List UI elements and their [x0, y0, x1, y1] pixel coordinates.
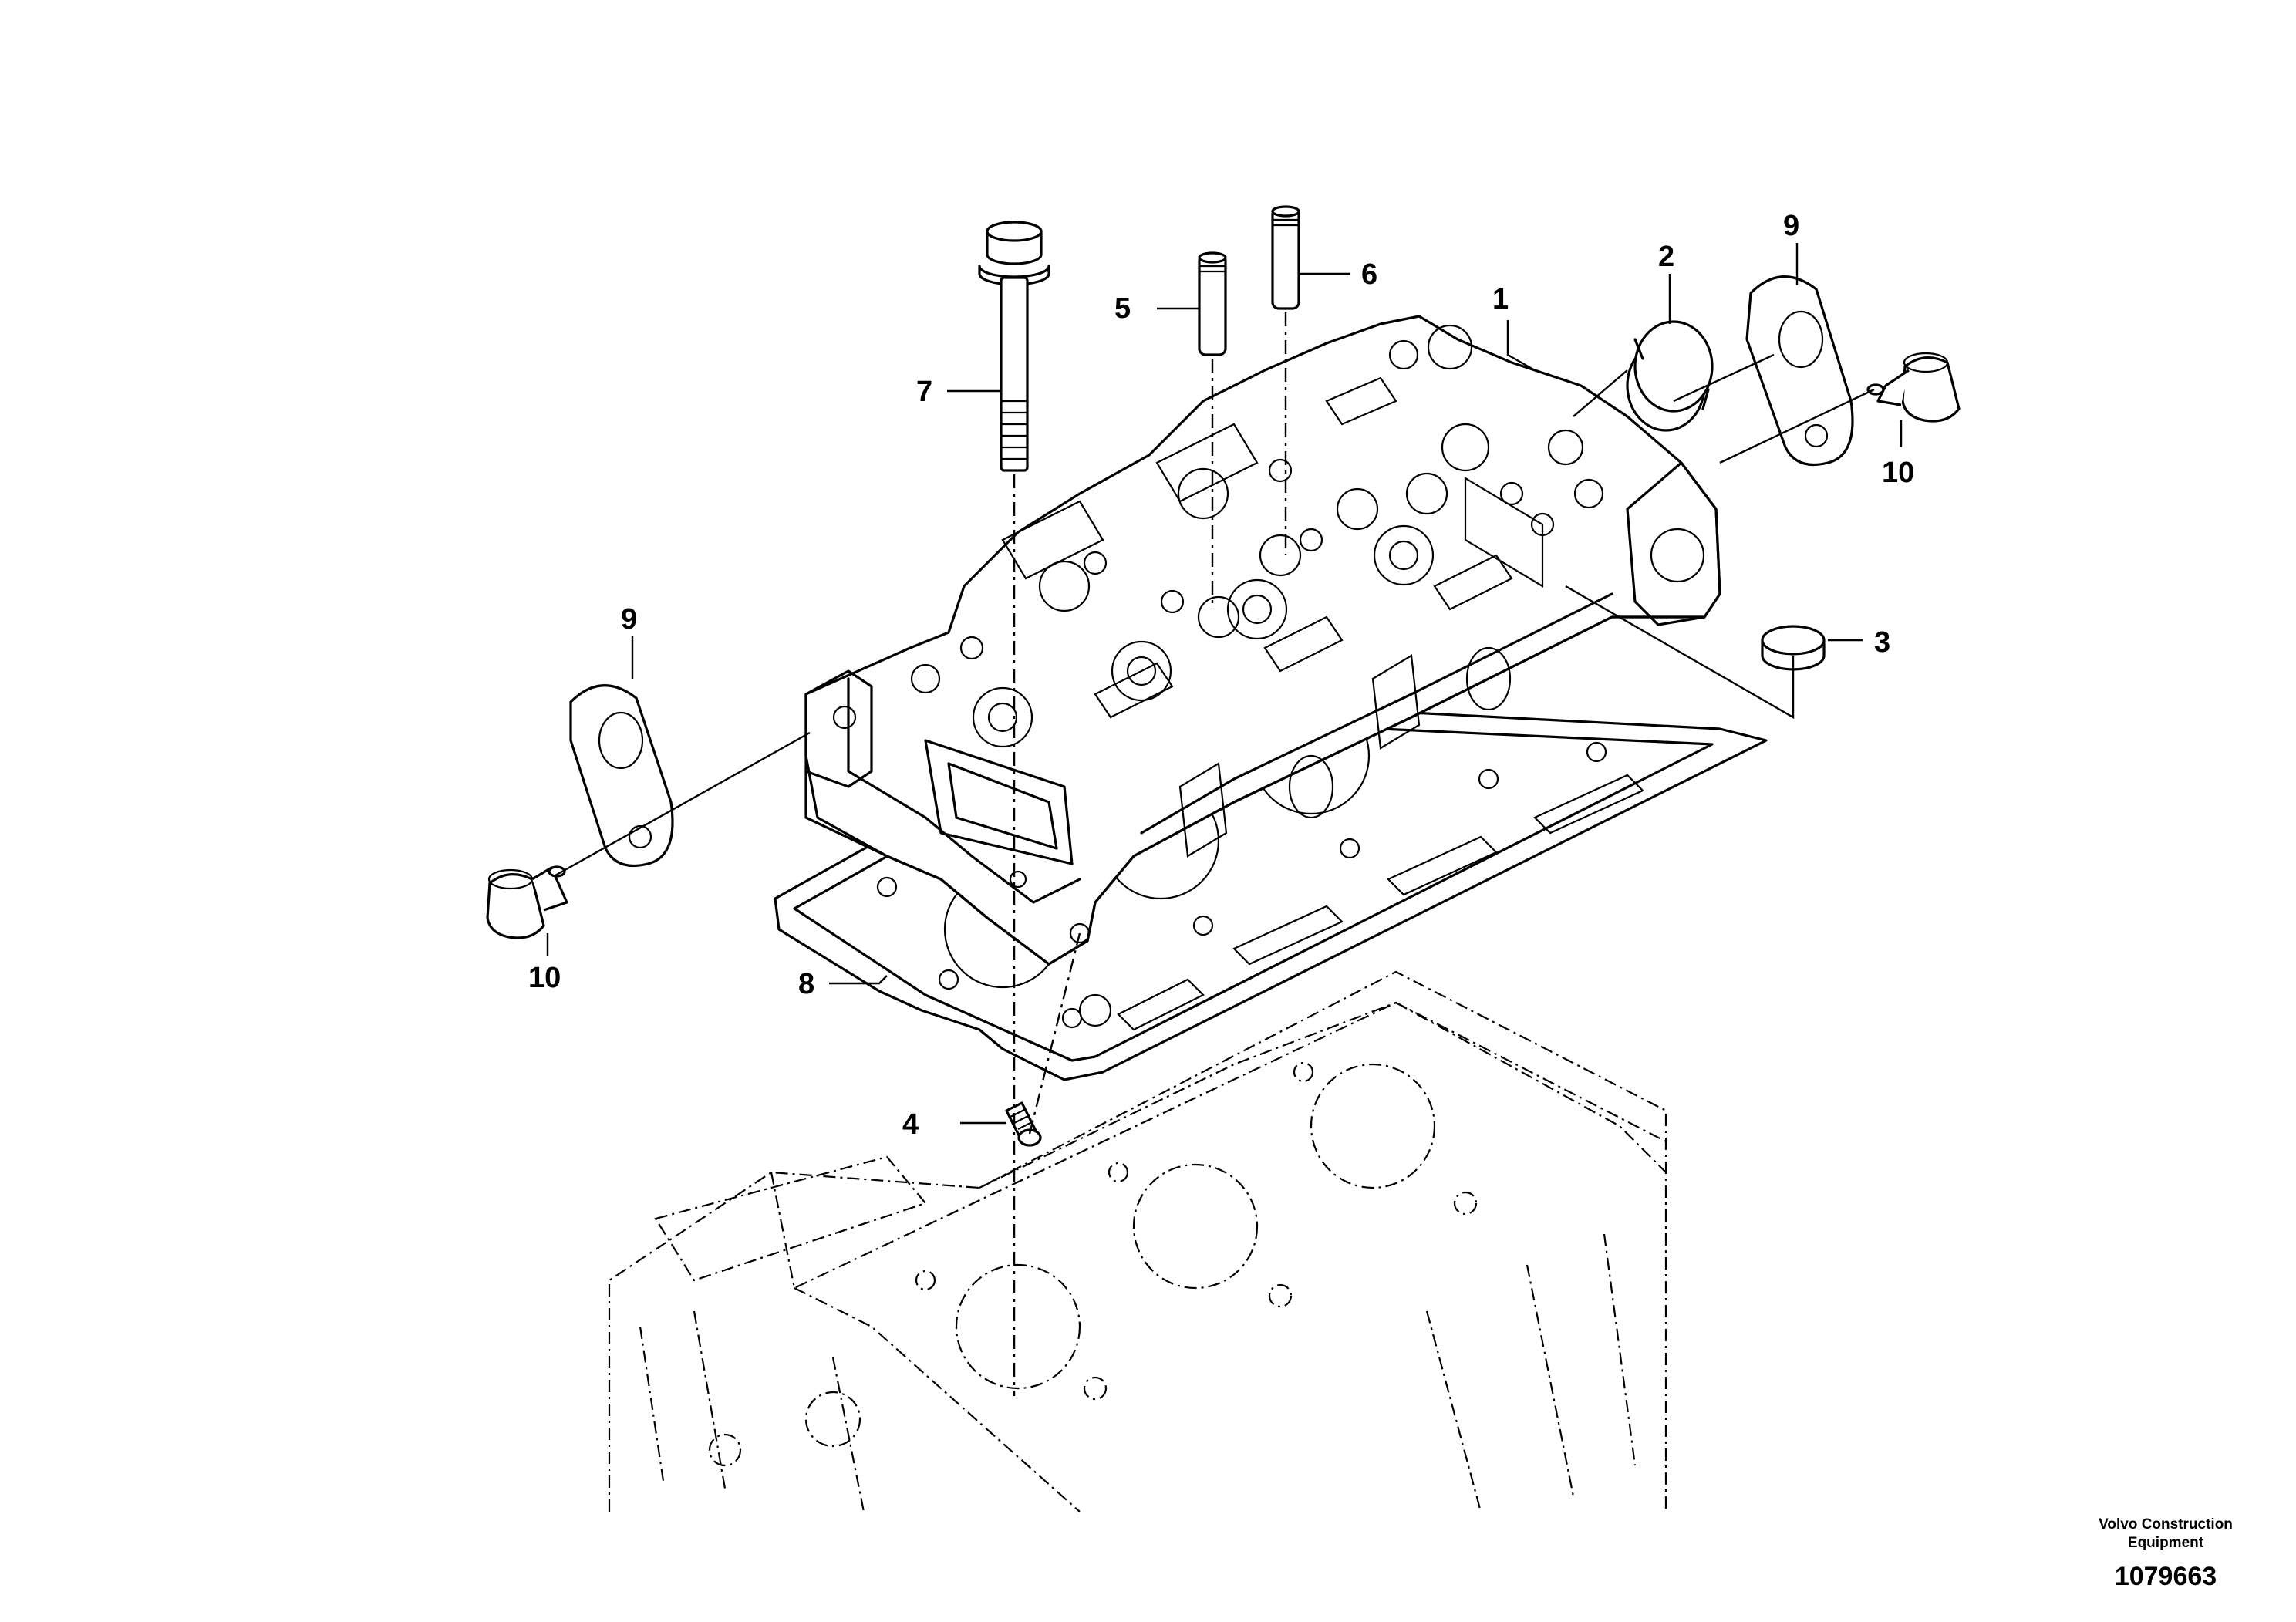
callout-3: 3	[1874, 626, 1890, 659]
callout-6: 6	[1361, 258, 1377, 291]
set-screw	[1005, 1101, 1042, 1147]
callout-7: 7	[916, 376, 932, 408]
assembly-lines	[555, 312, 1875, 1396]
callout-2: 2	[1658, 241, 1674, 273]
callout-10-left: 10	[528, 962, 561, 994]
plug-cap-large	[1626, 320, 1714, 432]
callout-5: 5	[1114, 292, 1131, 325]
plug-cap-small	[1761, 625, 1826, 671]
drawing-number: 1079663	[2115, 1562, 2217, 1591]
brand-line-1: Volvo Construction	[2099, 1516, 2233, 1533]
callout-9-left: 9	[621, 603, 637, 636]
callout-4: 4	[902, 1108, 919, 1141]
callout-9-right: 9	[1783, 210, 1799, 242]
cylinder-head	[804, 315, 1721, 966]
callout-leaders	[546, 243, 1903, 1125]
valve-guide-6	[1271, 205, 1300, 310]
brand-line-2: Equipment	[2128, 1535, 2204, 1551]
valve-guide-5	[1198, 251, 1227, 356]
plug-bolt-right	[1866, 352, 1961, 423]
gasket-left	[569, 684, 674, 868]
engine-block	[608, 970, 1667, 1512]
plug-bolt-left	[486, 865, 568, 939]
callout-1: 1	[1492, 283, 1509, 315]
head-bolt	[978, 221, 1050, 472]
callout-10-right: 10	[1882, 457, 1914, 489]
gasket-right	[1745, 275, 1854, 467]
callout-8: 8	[798, 968, 814, 1000]
